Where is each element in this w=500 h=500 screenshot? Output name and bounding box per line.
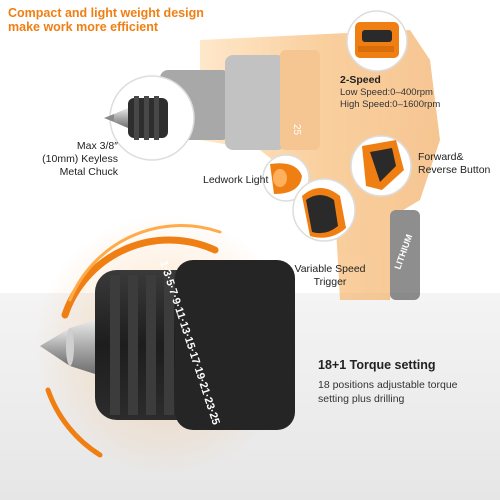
reverse-button-circle — [350, 135, 412, 197]
chuck-label-line-1: Max 3/8″ — [76, 140, 118, 152]
headline: Compact and light weight design make wor… — [8, 6, 204, 34]
torque-description-line-2: setting plus drilling — [318, 393, 405, 405]
trigger-label-line-2: Trigger — [313, 276, 347, 288]
reverse-label: Forward& Reverse Button — [418, 151, 490, 177]
led-label: Ledwork Light — [203, 174, 269, 186]
chuck-label: Max 3/8″ (10mm) Keyless Metal Chuck — [22, 140, 118, 179]
chuck-closeup: 1·3·5·7·9·11·13·15·17·19·21·23·25 — [35, 215, 295, 475]
chuck-detail-circle — [104, 75, 195, 161]
headline-line-2: make work more efficient — [8, 20, 159, 34]
reverse-label-line-1: Forward& — [418, 151, 464, 163]
speed-title: 2-Speed — [340, 74, 381, 86]
headline-line-1: Compact and light weight design — [8, 6, 204, 20]
speed-low: Low Speed:0–400rpm — [340, 87, 433, 98]
led-light-circle — [262, 154, 310, 202]
torque-description: 18 positions adjustable torque setting p… — [318, 378, 493, 406]
reverse-label-line-2: Reverse Button — [418, 164, 491, 176]
torque-title: 18+1 Torque setting — [318, 358, 436, 372]
trigger-label: Variable Speed Trigger — [290, 263, 370, 289]
chuck-label-line-2: (10mm) Keyless — [42, 153, 118, 165]
speed-high: High Speed:0–1600rpm — [340, 99, 441, 110]
collar-number: 25 — [291, 124, 302, 136]
chuck-label-line-3: Metal Chuck — [59, 166, 118, 178]
torque-description-line-1: 18 positions adjustable torque — [318, 379, 458, 391]
speed-switch-circle — [346, 10, 408, 72]
trigger-label-line-1: Variable Speed — [294, 263, 366, 275]
trigger-circle — [292, 178, 356, 242]
